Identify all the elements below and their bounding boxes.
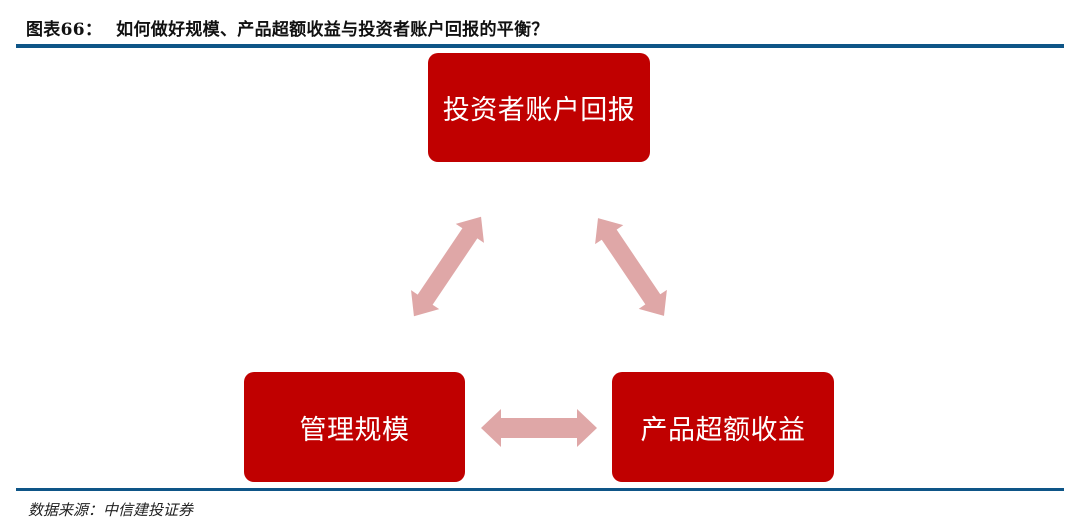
top-divider: [16, 44, 1064, 48]
node-label: 管理规模: [299, 414, 410, 446]
source-note: 数据来源：中信建投证券: [28, 501, 194, 519]
figure-label: 图表66：: [26, 20, 103, 40]
node-excess-return: 产品超额收益: [612, 372, 834, 482]
double-arrow-icon-right-diagonal: [595, 218, 667, 316]
figure-title: 图表66： 如何做好规模、产品超额收益与投资者账户回报的平衡？: [26, 15, 549, 40]
figure-title-text: 如何做好规模、产品超额收益与投资者账户回报的平衡？: [116, 20, 549, 40]
bottom-divider: [16, 488, 1064, 491]
node-aum-scale: 管理规模: [244, 372, 465, 482]
node-investor-return: 投资者账户回报: [428, 53, 650, 162]
double-arrow-icon-horizontal: [481, 409, 597, 447]
double-arrow-icon-left-diagonal: [411, 216, 484, 317]
node-label: 产品超额收益: [640, 414, 806, 446]
node-label: 投资者账户回报: [442, 95, 636, 126]
